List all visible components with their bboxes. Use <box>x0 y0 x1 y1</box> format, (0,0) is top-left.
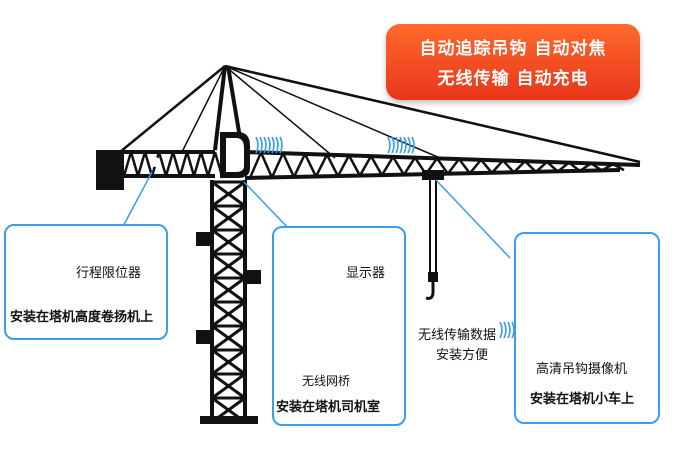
banner-line-1: 自动追踪吊钩 自动对焦 <box>419 39 607 59</box>
camera-install: 安装在塔机小车上 <box>530 392 635 407</box>
cab-connector <box>243 181 300 233</box>
banner-line-2: 无线传输 自动充电 <box>437 69 589 89</box>
limiter-card <box>4 224 168 340</box>
crane-apex <box>119 64 641 164</box>
crane-mast <box>196 180 261 424</box>
limiter-install: 安装在塔机高度卷扬机上 <box>10 310 154 325</box>
transmission-line-1: 无线传输数据 <box>418 328 497 343</box>
crane-jib <box>244 150 641 180</box>
display-label: 显示器 <box>346 266 386 281</box>
transmission-line-2: 安装方便 <box>436 348 489 363</box>
cab-card <box>272 226 406 426</box>
bridge-label: 无线网桥 <box>302 374 351 388</box>
crane-counter-jib <box>96 150 224 190</box>
operator-cab <box>220 132 250 178</box>
trolley-and-hook <box>422 170 444 300</box>
cab-install: 安装在塔机司机室 <box>276 400 381 415</box>
limiter-name: 行程限位器 <box>76 266 142 281</box>
camera-card <box>514 232 660 424</box>
feature-banner: 自动追踪吊钩 自动对焦 无线传输 自动充电 <box>386 24 640 100</box>
camera-connector <box>435 179 511 259</box>
camera-name: 高清吊钩摄像机 <box>536 362 628 377</box>
